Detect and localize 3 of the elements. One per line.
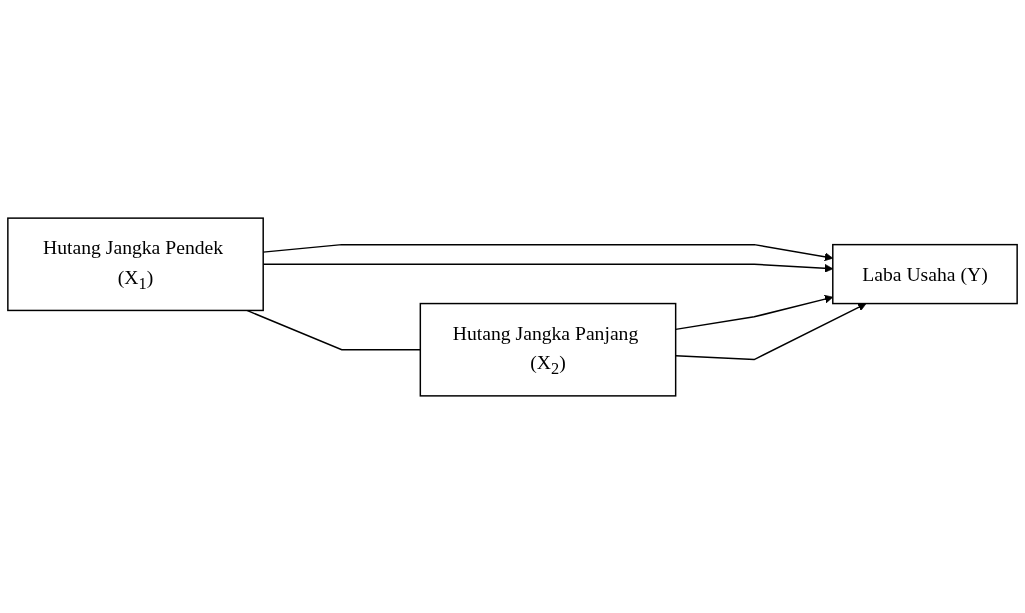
node-box: Hutang Jangka Panjang (X$_{2}$) xyxy=(419,302,677,397)
node-box: Laba Usaha (Y) xyxy=(832,243,1018,304)
node-box: Hutang Jangka Pendek (X$_{1}$) xyxy=(7,216,264,311)
